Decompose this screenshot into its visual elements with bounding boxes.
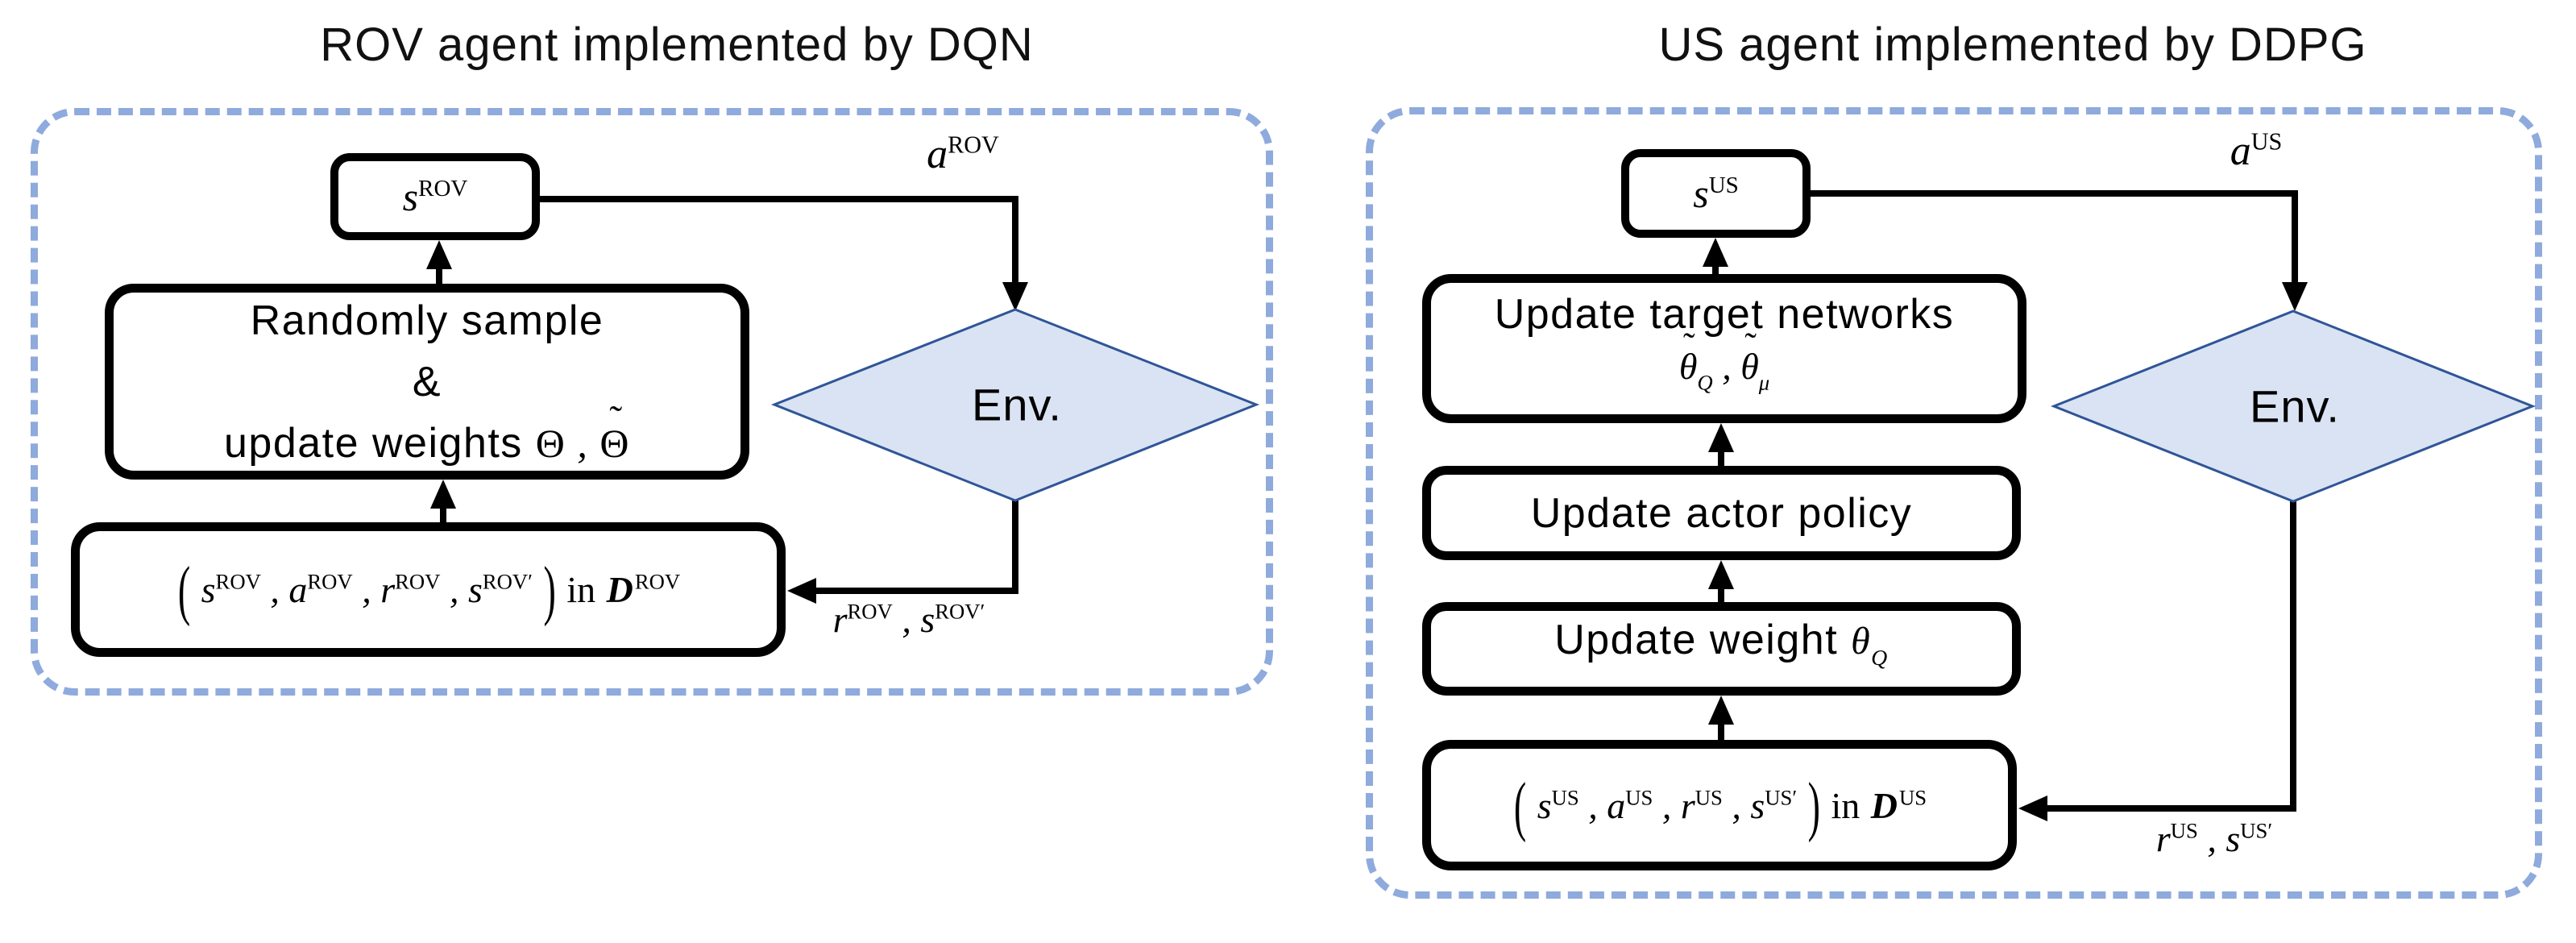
rov-agent-dashed-container [31,108,1273,696]
us-env-label: Env. [2250,380,2340,432]
us-target-line1: Update target networks [1494,290,1955,338]
us-weight-math: θQ [1851,619,1889,671]
rov-replay-buffer-box: ( sROV , aROV , rROV , sROV′ ) in DROV [71,522,786,657]
tilde-accent: ˜ [1682,326,1695,365]
us-state-math: sUS [1693,171,1739,216]
us-update-weight-box: Update weight θQ [1422,602,2021,696]
rov-sample-line1: Randomly sample [250,297,604,344]
tilde-accent: ˜ [1744,326,1757,365]
us-actor-policy-box: Update actor policy [1422,466,2021,560]
us-replay-buffer-box: ( sUS , aUS , rUS , sUS′ ) in DUS [1422,740,2017,870]
rov-sample-line3-text: update weights [224,419,536,467]
us-action-label: aUS [2230,127,2283,174]
rov-sample-box: Randomly sample & update weights Θ , Θ˜ [105,284,749,480]
us-target-networks-box: Update target networks θ˜Q , θ˜μ [1422,274,2026,423]
rov-env-label: Env. [972,379,1062,430]
us-agent-dashed-container [1366,107,2542,899]
rov-state-math: sROV [402,174,468,219]
us-weight-text: Update weight [1554,616,1852,663]
rov-sample-line2: & [412,358,442,405]
rov-feedback-label: rROV , sROV′ [832,599,985,640]
us-state-box: sUS [1621,149,1811,238]
rov-weights-math: Θ , Θ˜ [536,399,630,466]
us-panel-title: US agent implemented by DDPG [1658,19,2367,71]
tilde-accent: ˜ [609,399,624,441]
rov-panel-title: ROV agent implemented by DQN [320,19,1034,71]
rov-replay-math: ( sROV , aROV , rROV , sROV′ ) in DROV [177,552,681,627]
us-target-line2-math: θ˜Q , θ˜μ [1679,326,1769,409]
rov-action-label: aROV [927,131,999,177]
rov-sample-line3: update weights Θ , Θ˜ [224,399,630,474]
us-feedback-label: rUS , sUS′ [2155,818,2273,859]
us-replay-math: ( sUS , aUS , rUS , sUS′ ) in DUS [1513,768,1927,842]
us-actor-label: Update actor policy [1530,489,1913,537]
us-weight-line: Update weight θQ [1554,609,1889,689]
rov-state-box: sROV [330,153,540,240]
